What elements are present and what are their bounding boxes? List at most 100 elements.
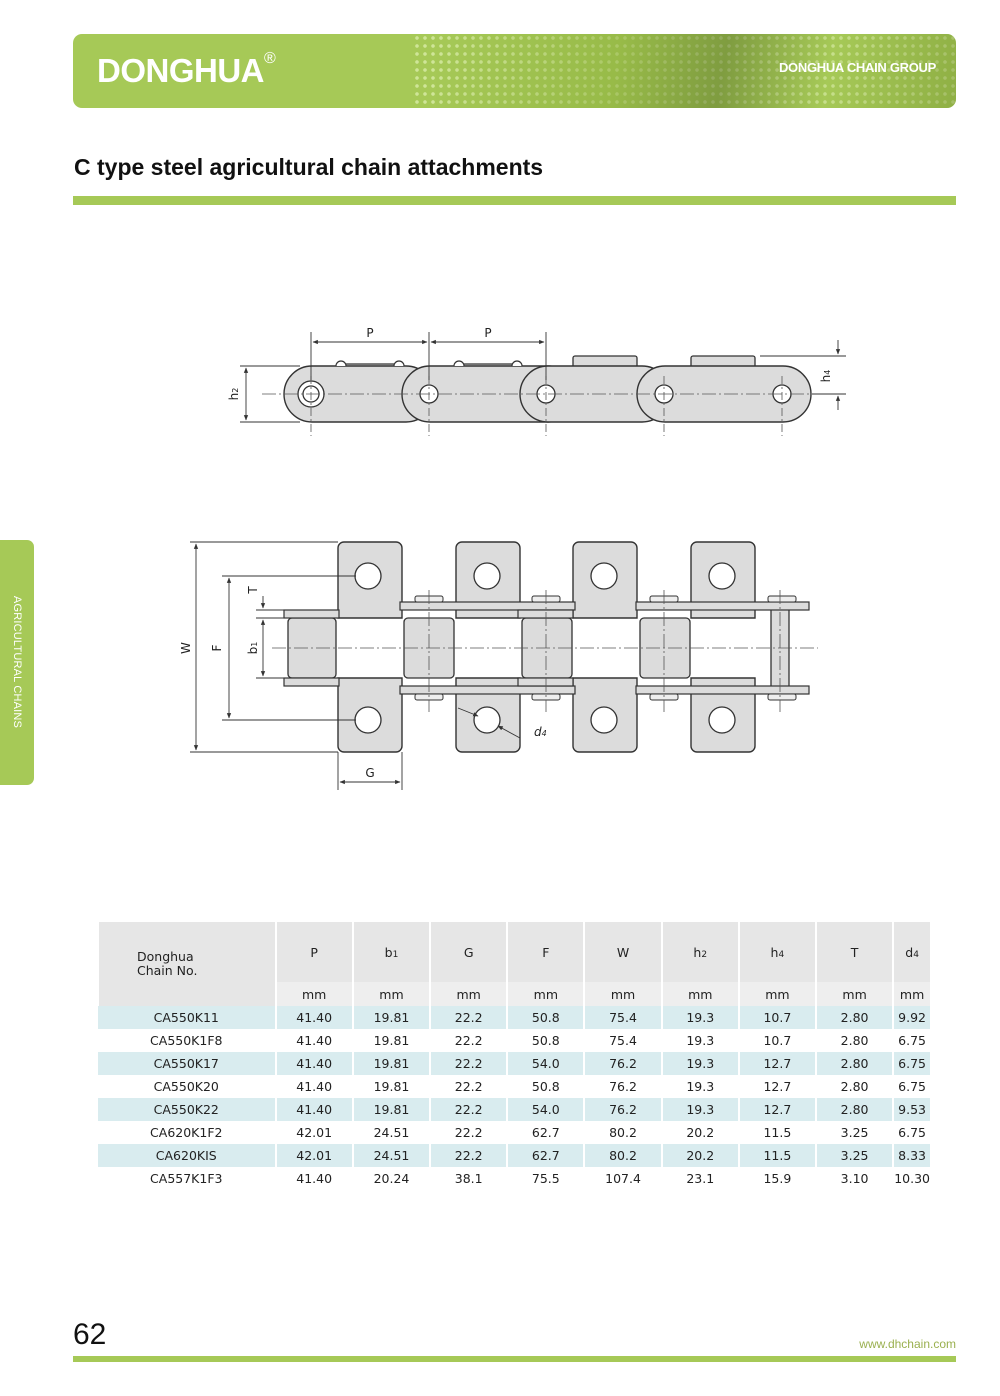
dim-p-label-2: P <box>484 326 491 340</box>
value-cell: 12.7 <box>737 1052 816 1075</box>
value-cell: 9.92 <box>892 1006 930 1029</box>
value-cell: 42.01 <box>274 1121 353 1144</box>
value-cell: 41.40 <box>274 1052 353 1075</box>
value-cell: 20.24 <box>351 1167 431 1190</box>
value-cell: 2.80 <box>814 1029 894 1052</box>
dim-p-label-1: P <box>366 326 373 340</box>
footer-divider <box>73 1356 956 1362</box>
chain-header-line2: Chain No. <box>137 963 198 978</box>
value-cell: 76.2 <box>583 1052 662 1075</box>
unit-cell: mm <box>737 982 816 1006</box>
col-header-h4: h4 <box>737 922 816 982</box>
value-cell: 19.81 <box>351 1006 431 1029</box>
value-cell: 62.7 <box>506 1144 585 1167</box>
banner-machinery-image <box>436 34 956 108</box>
value-cell: 23.1 <box>660 1167 739 1190</box>
top-view-drawing: W F b1 T G d4 <box>179 541 818 790</box>
chain-no-cell: CA550K17 <box>98 1052 276 1075</box>
value-cell: 2.80 <box>814 1075 894 1098</box>
value-cell: 41.40 <box>274 1167 353 1190</box>
title-divider <box>73 196 956 205</box>
value-cell: 2.80 <box>814 1052 894 1075</box>
value-cell: 76.2 <box>583 1098 662 1121</box>
chain-no-cell: CA620K1F2 <box>98 1121 276 1144</box>
dim-g-label: G <box>365 766 374 780</box>
value-cell: 19.81 <box>351 1052 431 1075</box>
chain-drawings: P P h2 h4 <box>179 326 846 790</box>
unit-cell: mm <box>274 982 353 1006</box>
dimensions-table: Donghua Chain No. P b1 G F W h2 h4 T d4 … <box>97 922 930 1190</box>
value-cell: 50.8 <box>506 1029 585 1052</box>
footer-url[interactable]: www.dhchain.com <box>859 1337 956 1351</box>
value-cell: 10.7 <box>737 1006 816 1029</box>
chain-no-header: Donghua Chain No. <box>97 922 276 1006</box>
value-cell: 10.30 <box>892 1167 930 1190</box>
value-cell: 22.2 <box>429 1144 508 1167</box>
value-cell: 15.9 <box>737 1167 816 1190</box>
value-cell: 10.7 <box>737 1029 816 1052</box>
table-header-row: Donghua Chain No. P b1 G F W h2 h4 T d4 <box>97 922 930 1006</box>
value-cell: 24.51 <box>351 1144 431 1167</box>
unit-cell: mm <box>583 982 662 1006</box>
value-cell: 75.4 <box>583 1029 662 1052</box>
value-cell: 41.40 <box>274 1098 353 1121</box>
group-name: DONGHUA CHAIN GROUP <box>778 60 936 75</box>
col-header-t: T <box>814 922 894 982</box>
brand-name: DONGHUA <box>97 52 265 89</box>
value-cell: 22.2 <box>429 1006 508 1029</box>
unit-cell: mm <box>429 982 508 1006</box>
value-cell: 75.4 <box>583 1006 662 1029</box>
value-cell: 38.1 <box>429 1167 508 1190</box>
value-cell: 20.2 <box>660 1121 739 1144</box>
value-cell: 6.75 <box>892 1075 930 1098</box>
value-cell: 22.2 <box>429 1052 508 1075</box>
side-section-tab: AGRICULTURAL CHAINS <box>0 540 34 785</box>
chain-no-cell: CA550K20 <box>98 1075 276 1098</box>
dim-h4-label: h4 <box>819 370 833 383</box>
chain-no-cell: CA550K11 <box>98 1006 276 1029</box>
col-header-b1: b1 <box>351 922 431 982</box>
col-header-w: W <box>583 922 662 982</box>
unit-cell: mm <box>506 982 585 1006</box>
value-cell: 20.2 <box>660 1144 739 1167</box>
value-cell: 3.25 <box>814 1144 894 1167</box>
value-cell: 22.2 <box>429 1029 508 1052</box>
value-cell: 12.7 <box>737 1098 816 1121</box>
col-header-d4: d4 <box>892 922 930 982</box>
value-cell: 12.7 <box>737 1075 816 1098</box>
page-number: 62 <box>73 1318 107 1351</box>
chain-header-line1: Donghua <box>137 949 194 964</box>
value-cell: 6.75 <box>892 1121 930 1144</box>
side-view-drawing: P P h2 h4 <box>227 326 846 436</box>
value-cell: 50.8 <box>506 1006 585 1029</box>
value-cell: 107.4 <box>583 1167 662 1190</box>
value-cell: 11.5 <box>737 1144 816 1167</box>
table-unit-row: mm mm mm mm mm mm mm mm mm <box>98 982 930 1006</box>
dim-h2-label: h2 <box>227 388 241 401</box>
dim-t-label: T <box>246 586 260 595</box>
value-cell: 3.10 <box>814 1167 894 1190</box>
value-cell: 75.5 <box>506 1167 585 1190</box>
value-cell: 50.8 <box>506 1075 585 1098</box>
value-cell: 19.3 <box>660 1075 739 1098</box>
unit-cell: mm <box>892 982 930 1006</box>
unit-cell: mm <box>660 982 739 1006</box>
brand-logo: DONGHUA® <box>97 50 276 90</box>
header-banner: DONGHUA® DONGHUA CHAIN GROUP <box>73 34 956 108</box>
col-header-f: F <box>506 922 585 982</box>
value-cell: 9.53 <box>892 1098 930 1121</box>
value-cell: 41.40 <box>274 1029 353 1052</box>
dim-d4-label: d4 <box>534 725 547 739</box>
value-cell: 80.2 <box>583 1144 662 1167</box>
col-header-h2: h2 <box>660 922 739 982</box>
chain-no-cell: CA550K1F8 <box>98 1029 276 1052</box>
value-cell: 19.3 <box>660 1052 739 1075</box>
